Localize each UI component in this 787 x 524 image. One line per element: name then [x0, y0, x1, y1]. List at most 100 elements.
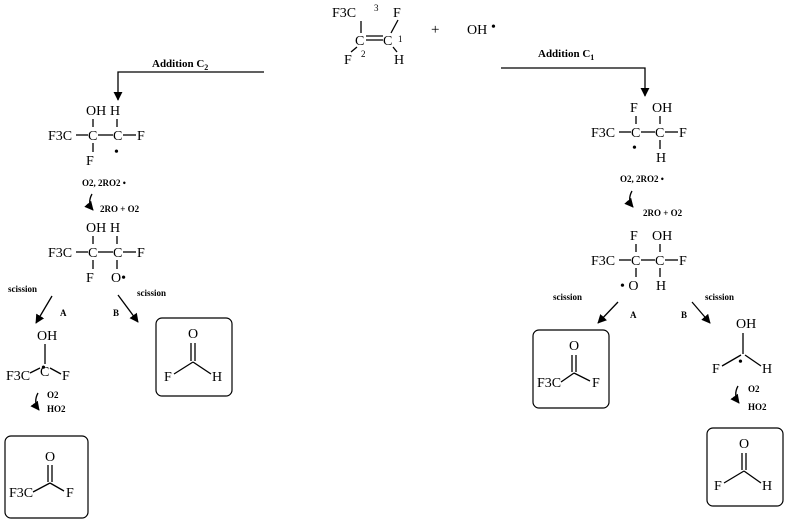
c2-i2-o-radical: O• [111, 271, 126, 286]
c2-pb-f: F [164, 370, 172, 385]
c2-step2-products: HO2 [47, 404, 66, 414]
c2-step1-products: 2RO + O2 [100, 204, 140, 214]
c2-i2-h: H [110, 221, 120, 236]
c1-pa-o: O [569, 339, 579, 354]
c1-i1-c-right: C [655, 126, 664, 141]
path-addition-c2: Addition C2 OH H F3C C C F F • O2, 2RO2 … [4, 58, 264, 519]
c2-scission-a-letter: A [60, 308, 67, 318]
c1-i1-f-top: F [630, 101, 638, 116]
c1-intermediate-radical: F OH F3C C C F H • [591, 101, 687, 166]
c1-i2-f3c: F3C [591, 254, 615, 269]
c1-i2-h-below: H [656, 279, 666, 294]
bond-c-f-bottom [350, 46, 358, 53]
c1-step1-reagents: O2, 2RO2 • [620, 174, 664, 184]
c1-product-a: O F3C F [532, 329, 610, 409]
arrow-addition-c2 [113, 71, 264, 101]
c2-pa-f: F [62, 369, 70, 384]
c2-i1-radical-dot: • [114, 145, 119, 160]
c1-pbf-h: H [762, 479, 772, 494]
c1-i2-c-left: C [631, 254, 640, 269]
reactant-f-bottom: F [344, 53, 352, 68]
c2-product-b-box [155, 317, 233, 397]
c2-paf-f3c: F3C [9, 486, 33, 501]
c2-pb-h: H [212, 370, 222, 385]
c1-i1-f-right: F [679, 126, 687, 141]
c2-pa-oh: OH [37, 329, 57, 344]
c2-pa-f3c: F3C [6, 369, 30, 384]
c1-scission-b-letter: B [681, 310, 687, 320]
c2-product-b: O F H [155, 317, 233, 397]
c1-scission-a-label: scission [553, 292, 582, 302]
c2-product-a-radical: OH F3C C F • [6, 329, 70, 384]
oh-radical: OH [467, 23, 487, 38]
c2-step2-arrow [30, 392, 40, 411]
c2-i2-c-right: C [113, 246, 122, 261]
c1-pb-f: F [712, 362, 720, 377]
c2-pa-c: C [40, 365, 49, 380]
c2-scission-a-label: scission [8, 284, 37, 294]
c2-i2-f3c: F3C [48, 246, 72, 261]
c2-i2-f-below: F [86, 271, 94, 286]
c1-step2-reagents: O2 [748, 384, 760, 394]
c1-scission-b-arrow [691, 301, 711, 324]
c2-step1-arrow [84, 193, 94, 211]
c1-i1-f3c: F3C [591, 126, 615, 141]
c1-i1-c-left: C [631, 126, 640, 141]
plus-sign: + [431, 22, 439, 38]
c2-i2-c-left: C [88, 246, 97, 261]
c1-i1-radical-dot: • [632, 141, 637, 156]
reactant-carbon-number-1: 1 [398, 34, 403, 44]
c1-pbf-o: O [739, 437, 749, 452]
c2-alkoxy-radical: OH H F3C C C F F O• [48, 221, 145, 286]
c1-pb-oh: OH [736, 317, 756, 332]
c2-pb-o: O [188, 327, 198, 342]
bond-c-h [392, 46, 398, 53]
c1-pa-f3c: F3C [537, 376, 561, 391]
c2-scission-b-arrow [117, 294, 139, 323]
c2-i1-h: H [110, 104, 120, 119]
c1-step2-arrow [730, 385, 740, 404]
reactant-c-right: C [383, 34, 392, 49]
c2-paf-f: F [66, 486, 74, 501]
c1-pb-h: H [762, 362, 772, 377]
c1-step2-products: HO2 [748, 402, 767, 412]
c1-i2-c-right: C [655, 254, 664, 269]
c2-paf-o: O [45, 450, 55, 465]
c1-pbf-f: F [714, 479, 722, 494]
c1-scission-a-arrow [597, 301, 619, 324]
c2-i1-f-right: F [137, 129, 145, 144]
c2-step2-reagents: O2 [47, 390, 59, 400]
c1-scission-a-letter: A [630, 310, 637, 320]
c2-i1-f3c: F3C [48, 129, 72, 144]
c2-i1-c-right: C [113, 129, 122, 144]
c2-i1-f-below: F [86, 154, 94, 169]
reactant-c-left: C [355, 34, 364, 49]
arrow-addition-c1 [501, 67, 650, 97]
label-addition-c1: Addition C1 [538, 48, 594, 62]
c2-scission-b-label: scission [137, 288, 166, 298]
c2-product-a-box [4, 435, 89, 519]
c1-step1-products: 2RO + O2 [643, 208, 683, 218]
c1-i2-oh: OH [652, 229, 672, 244]
c1-i2-f-right: F [679, 254, 687, 269]
c2-i2-f-right: F [137, 246, 145, 261]
c1-pa-f: F [592, 376, 600, 391]
c2-i1-oh: OH [86, 104, 106, 119]
c1-scission-b-label: scission [705, 292, 734, 302]
reactant-f3c: F3C [332, 6, 356, 21]
c2-product-a-final: O F3C F [4, 435, 89, 519]
reactant-carbon-number-3: 3 [374, 3, 379, 13]
c1-product-a-box [532, 329, 610, 409]
bond-c-f [390, 19, 399, 34]
c2-pa-radical-dot: • [41, 361, 46, 376]
c1-product-b-box [706, 427, 784, 507]
c2-scission-a-arrow [35, 295, 53, 324]
c1-alkoxy-radical: F OH F3C C C F • O H [591, 229, 687, 294]
c1-pb-radical-dot: • [738, 355, 743, 370]
c1-i2-f-top: F [630, 229, 638, 244]
reactant-h: H [394, 53, 404, 68]
c2-i1-c-left: C [88, 129, 97, 144]
reactant-carbon-number-2: 2 [361, 49, 366, 59]
label-addition-c2: Addition C2 [152, 58, 208, 72]
